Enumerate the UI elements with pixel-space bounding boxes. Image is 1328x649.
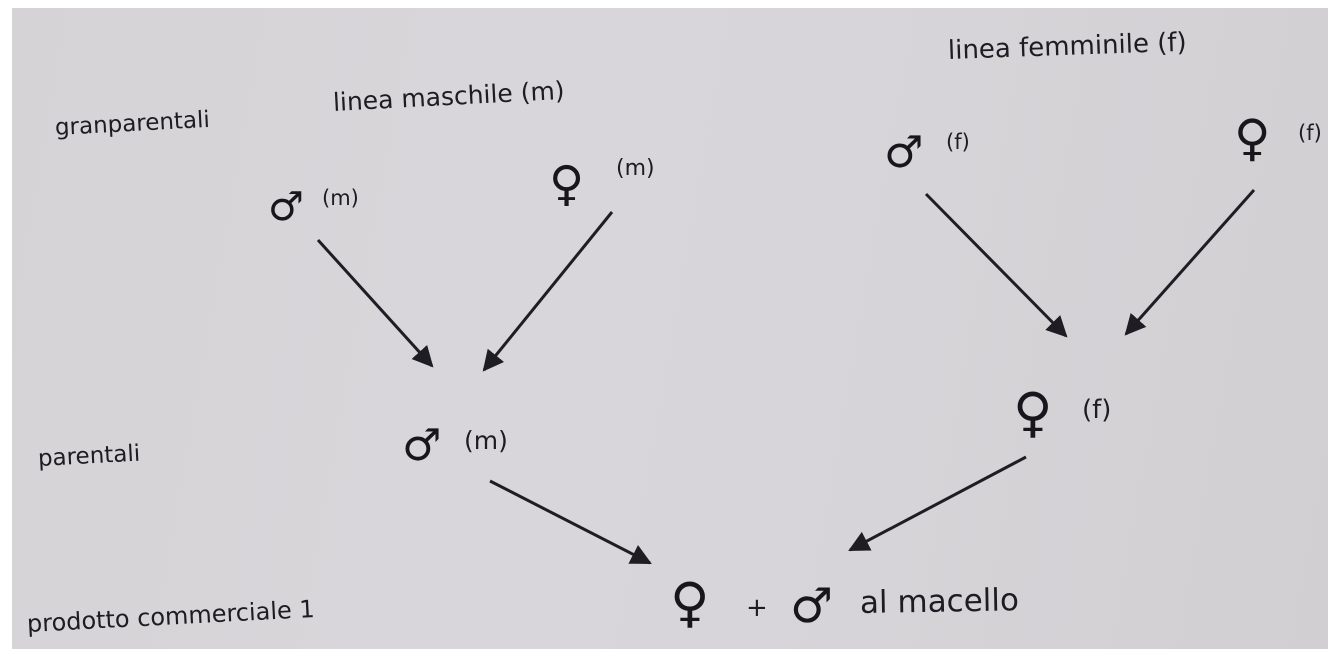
- arrow-gp-female-f-to-parent-female: [1124, 189, 1256, 336]
- female-symbol-icon: ♀: [670, 571, 710, 634]
- male-symbol-icon: ♂: [268, 184, 304, 230]
- arrow-parent-male-to-product: [489, 479, 652, 565]
- tag-gp-male-f: (f): [946, 130, 970, 154]
- tag-gp-male-m: (m): [322, 186, 359, 210]
- plus-sign: +: [746, 593, 768, 623]
- heading-female-line: linea femminile (f): [947, 27, 1188, 66]
- male-symbol-icon: ♂: [790, 578, 834, 634]
- tag-parent-male: (m): [464, 426, 508, 455]
- textbook-photo: [12, 8, 1328, 649]
- male-symbol-icon: ♂: [402, 420, 442, 471]
- arrow-parent-female-to-product: [848, 455, 1027, 552]
- tag-gp-female-f: (f): [1298, 121, 1322, 145]
- female-symbol-icon: ♀: [1234, 109, 1271, 167]
- tag-parent-female: (f): [1082, 395, 1112, 425]
- tag-gp-female-m: (m): [616, 156, 655, 181]
- male-symbol-icon: ♂: [884, 127, 924, 178]
- arrow-gp-male-f-to-parent-female: [924, 192, 1068, 338]
- female-symbol-icon: ♀: [549, 156, 585, 212]
- arrow-gp-female-m-to-parent-male: [482, 211, 614, 372]
- arrow-gp-male-m-to-parent-male: [316, 238, 434, 368]
- female-symbol-icon: ♀: [1013, 381, 1053, 444]
- product-destination: al macello: [859, 582, 1020, 621]
- label-parents: parentali: [37, 440, 141, 472]
